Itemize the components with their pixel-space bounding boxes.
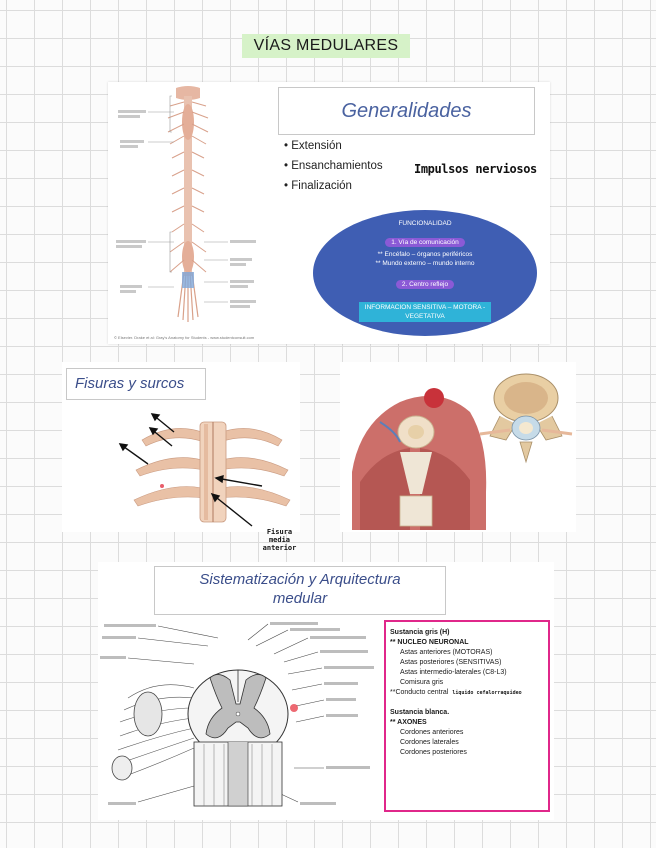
axones: ** AXONES [390,719,427,726]
heading-line: Sistematización y Arquitectura [199,571,401,588]
vertebra-cross-section-illustration [352,373,573,530]
sustancias-text-box: Sustancia gris (H) ** NUCLEO NEURONAL As… [384,620,550,812]
handwritten-note: liquido cefalorraquideo [452,690,522,696]
generalidades-bullets: Extensión Ensanchamientos Finalización [284,140,383,200]
spinal-cord-section-diagram [100,622,374,807]
funcion-item-2: 2. Centro reflejo [395,280,455,289]
funcion-item-1: 1. Vía de comunicación [385,238,465,247]
handwritten-note: Impulsos nerviosos [414,162,537,176]
spinal-segment-illustration [118,413,291,527]
funcion-item-1-line: ** Encéfalo – órganos periféricos [377,251,473,258]
spinal-cord-illustration [108,82,268,344]
gris-item: Astas intermedio-laterales (C8-L3) [400,669,507,676]
bullet-item: Ensanchamientos [284,160,382,172]
conducto-label: **Conducto central [390,689,449,696]
funcionalidad-title: FUNCIONALIDAD [398,220,452,227]
blanca-item: Cordones laterales [400,739,459,746]
gris-item: Astas anteriores (MOTORAS) [400,649,493,656]
slide-sistematizacion: Sistematización y Arquitectura medular [98,562,554,820]
sistematizacion-heading: Sistematización y Arquitectura medular [154,566,446,615]
slide-anatomy-images [340,362,576,532]
handwritten-note: Fisura media anterior [259,528,300,552]
funcionalidad-oval: FUNCIONALIDAD 1. Vía de comunicación ** … [313,210,537,336]
gris-item: Astas posteriores (SENSITIVAS) [400,659,502,666]
generalidades-heading: Generalidades [278,87,535,135]
bullet-item: Extensión [284,140,383,152]
bullet-item: Finalización [284,180,383,192]
funcion-item-1-line: ** Mundo externo – mundo interno [375,260,475,267]
heading-line: medular [272,590,328,607]
info-line: VEGETATIVA [405,313,445,320]
slide-generalidades: © Elsevier. Drake et al: Gray's Anatomy … [108,82,550,344]
note-line: Fisura media [266,528,293,544]
info-line: INFORMACION SENSITIVA – MOTORA - [364,304,486,311]
blanca-item: Cordones anteriores [400,729,464,736]
nucleo-neuronal: ** NUCLEO NEURONAL [390,639,469,646]
gris-item: Comisura gris [400,679,444,686]
sustancia-blanca-title: Sustancia blanca. [390,709,450,716]
blanca-item: Cordones posteriores [400,749,467,756]
info-band: INFORMACION SENSITIVA – MOTORA - VEGETAT… [358,302,492,322]
sustancia-gris-title: Sustancia gris (H) [390,629,450,636]
page-title: VÍAS MEDULARES [242,34,410,58]
note-line: anterior [262,544,297,552]
fisuras-heading: Fisuras y surcos [66,368,206,400]
slide-fisuras: Fisuras y surcos Fisura media anterior [62,362,300,552]
image-caption: © Elsevier. Drake et al: Gray's Anatomy … [114,335,255,340]
